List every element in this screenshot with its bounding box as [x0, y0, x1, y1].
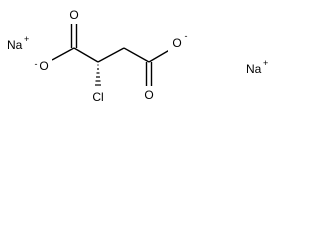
- atom-o-carboxylate-left: O: [39, 59, 48, 73]
- atom-cl: Cl: [92, 90, 103, 104]
- sodium-ion-right-symbol: Na: [246, 62, 262, 76]
- hashed-wedge-bond: [95, 64, 101, 86]
- bond-c3-c4: [123, 47, 150, 63]
- atom-label-layer: O O - Cl O - O: [35, 8, 188, 104]
- sodium-ion-right-charge: +: [263, 58, 268, 68]
- structure-diagram: O O - Cl O - O Na + Na +: [7, 8, 268, 104]
- sodium-ion-left-charge: +: [24, 34, 29, 44]
- atom-o-carboxylate-right: O: [172, 36, 181, 50]
- sodium-ion-left-symbol: Na: [7, 38, 23, 52]
- counterion-layer: Na + Na +: [7, 34, 268, 76]
- bond-c1-ominus: [51, 47, 75, 61]
- bond-c2-c3: [97, 47, 125, 63]
- atom-o-top-left: O: [69, 8, 78, 22]
- atom-o-bottom-right: O: [144, 88, 153, 102]
- bond-layer: [51, 24, 174, 86]
- charge-minus-left: -: [35, 59, 38, 69]
- charge-minus-right: -: [185, 31, 188, 41]
- bond-c1-c2: [73, 47, 99, 63]
